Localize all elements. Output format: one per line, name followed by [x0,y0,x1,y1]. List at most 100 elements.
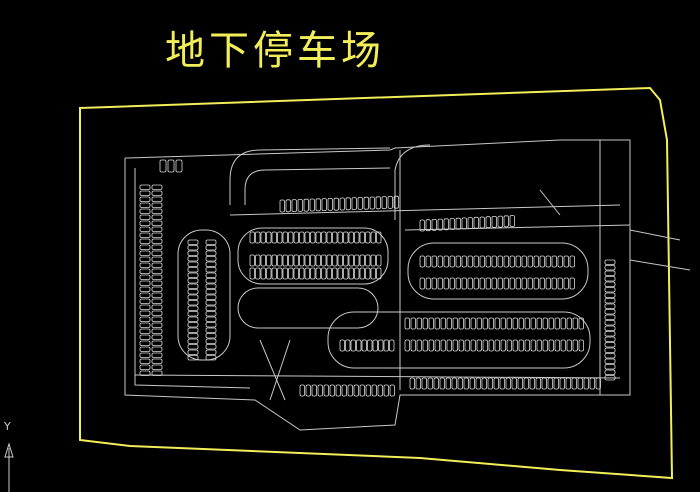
parking-stalls [139,159,616,397]
parking-stall [509,255,515,268]
parking-stall [511,377,517,390]
parking-stall [377,384,383,397]
parking-stall [291,199,297,213]
parking-stall [376,254,382,267]
parking-stall [521,277,527,290]
parking-stall [151,352,163,358]
parking-stall [329,384,335,397]
parking-stall [509,215,515,227]
parking-stall [151,244,163,250]
parking-stall [367,339,373,352]
parking-stall [139,310,151,316]
parking-stall [446,339,452,352]
parking-stall [467,255,473,268]
parking-stall [255,254,261,267]
parking-stall [139,196,151,202]
parking-stall [151,334,163,340]
parking-stall [151,190,163,196]
parking-stall [563,255,569,268]
parking-stall [347,384,353,397]
parking-stall [482,317,488,330]
parking-stall [205,311,217,317]
parking-stall [503,277,509,290]
parking-stall [260,231,266,244]
parking-stall [431,277,437,290]
parking-stall [455,217,461,230]
parking-stall [304,267,310,280]
parking-stall [604,265,616,271]
parking-stall [151,226,163,232]
parking-stall [354,231,360,244]
parking-stall [151,238,163,244]
parking-stall [282,231,288,244]
parking-stall [187,333,199,339]
parking-stall [512,317,518,330]
parking-stall [288,267,294,280]
parking-stall [255,267,261,280]
parking-stall [299,254,305,267]
parking-stall [604,287,616,293]
parking-stall [151,268,163,274]
parking-stall [451,377,457,390]
parking-stall [187,261,199,267]
parking-stall [337,267,343,280]
parking-stall [604,276,616,282]
parking-stall [288,231,294,244]
parking-stall [378,339,384,352]
parking-stall [205,300,217,306]
parking-stall [458,317,464,330]
parking-stall [485,277,491,290]
parking-stall [310,267,316,280]
parking-stall [139,364,151,370]
parking-stall [542,339,548,352]
parking-stall [151,208,163,214]
parking-stall [205,289,217,295]
parking-stall [439,377,445,390]
parking-stall [497,277,503,290]
parking-stall [440,317,446,330]
parking-stall [563,277,569,290]
parking-stall [187,349,199,355]
ucs-y-axis-label: Y [4,420,11,433]
parking-stall [482,339,488,352]
parking-stall [205,294,217,300]
parking-stall [139,316,151,322]
parking-stall [517,377,523,390]
parking-stall [560,317,566,330]
parking-stall [461,277,467,290]
parking-stall [187,272,199,278]
parking-stall [151,280,163,286]
parking-stall [321,254,327,267]
parking-stall [151,262,163,268]
parking-stall [332,254,338,267]
parking-stall [548,317,554,330]
parking-stall [139,274,151,280]
parking-stall [515,255,521,268]
parking-stall [491,277,497,290]
parking-stall [348,231,354,244]
parking-stall [428,317,434,330]
parking-stall [333,197,339,211]
parking-stall [315,254,321,267]
parking-stall [506,317,512,330]
parking-stall [443,277,449,290]
parking-stall [151,358,163,364]
parking-stall [139,250,151,256]
parking-stall [422,317,428,330]
parking-stall [187,239,199,245]
parking-stall [523,377,529,390]
parking-stall [545,255,551,268]
parking-stall [285,199,291,213]
parking-stall [604,369,616,375]
parking-stall [309,198,315,212]
parking-stall [187,256,199,262]
parking-stall [299,231,305,244]
parking-stall [151,250,163,256]
parking-stall [321,198,327,212]
parking-stall [337,231,343,244]
parking-stall [419,219,425,232]
parking-stall [464,317,470,330]
parking-stall [205,272,217,278]
parking-stall [604,292,616,298]
